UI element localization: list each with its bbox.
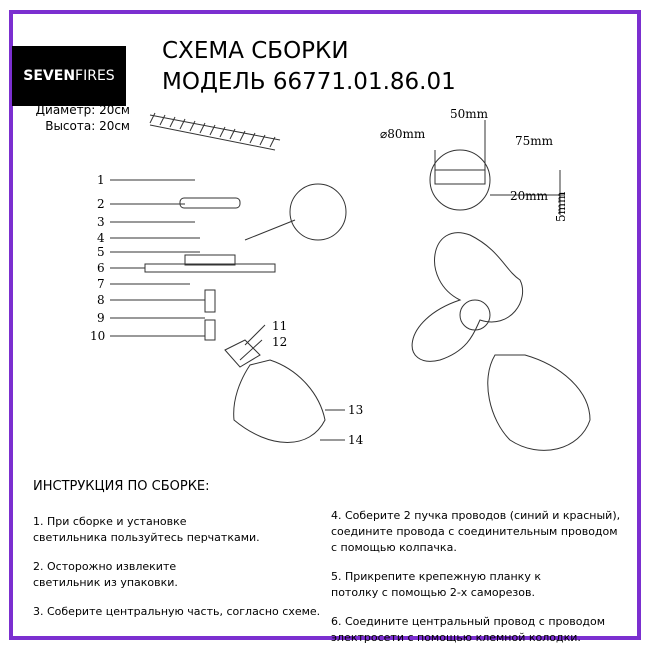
measure-label: 5mm bbox=[554, 191, 568, 222]
measure-label: ⌀80mm bbox=[380, 127, 426, 141]
part-label: 1 bbox=[97, 173, 105, 187]
measure-label: 75mm bbox=[515, 134, 554, 148]
part-label: 13 bbox=[348, 403, 363, 417]
part-label: 9 bbox=[97, 311, 105, 325]
part-label: 14 bbox=[348, 433, 364, 447]
assembled-view bbox=[411, 232, 591, 451]
measure-label: 20mm bbox=[510, 189, 549, 203]
part-label: 3 bbox=[97, 215, 105, 229]
measure-label: 50mm bbox=[450, 107, 489, 121]
diameter: Диаметр: 20см bbox=[35, 103, 130, 117]
part-label: 5 bbox=[97, 245, 105, 259]
step-6: 6. Соедините центральный провод с провод… bbox=[331, 615, 606, 644]
part-label: 11 bbox=[272, 319, 287, 333]
dimensions: Диаметр: 20см Высота: 20см bbox=[20, 102, 130, 134]
instructions-heading: ИНСТРУКЦИЯ ПО СБОРКЕ: bbox=[33, 479, 210, 494]
part-label: 2 bbox=[97, 197, 105, 211]
part-label: 8 bbox=[97, 293, 105, 307]
part-label: 4 bbox=[97, 231, 105, 245]
page-title: СХЕМА СБОРКИ МОДЕЛЬ 66771.01.86.01 bbox=[162, 36, 456, 98]
part-label: 10 bbox=[90, 329, 105, 343]
plate-top-view bbox=[429, 120, 565, 215]
part-label: 7 bbox=[97, 277, 105, 291]
step-3: 3. Соберите центральную часть, согласно … bbox=[33, 605, 321, 618]
page-border bbox=[9, 10, 641, 640]
title-line-1: СХЕМА СБОРКИ bbox=[162, 38, 349, 64]
assembly-diagram: 1 2 3 4 5 6 7 8 9 10 11 12 13 14 ⌀80mm 5… bbox=[90, 107, 591, 451]
step-4: 4. Соберите 2 пучка проводов (синий и кр… bbox=[331, 509, 621, 554]
part-label: 6 bbox=[97, 261, 105, 275]
ceiling-hatch bbox=[149, 112, 281, 151]
steps-right: 4. Соберите 2 пучка проводов (синий и кр… bbox=[331, 508, 620, 659]
part-label: 12 bbox=[272, 335, 287, 349]
exploded-view bbox=[110, 179, 347, 443]
model-number: МОДЕЛЬ 66771.01.86.01 bbox=[162, 69, 456, 95]
height: Высота: 20см bbox=[45, 119, 130, 133]
